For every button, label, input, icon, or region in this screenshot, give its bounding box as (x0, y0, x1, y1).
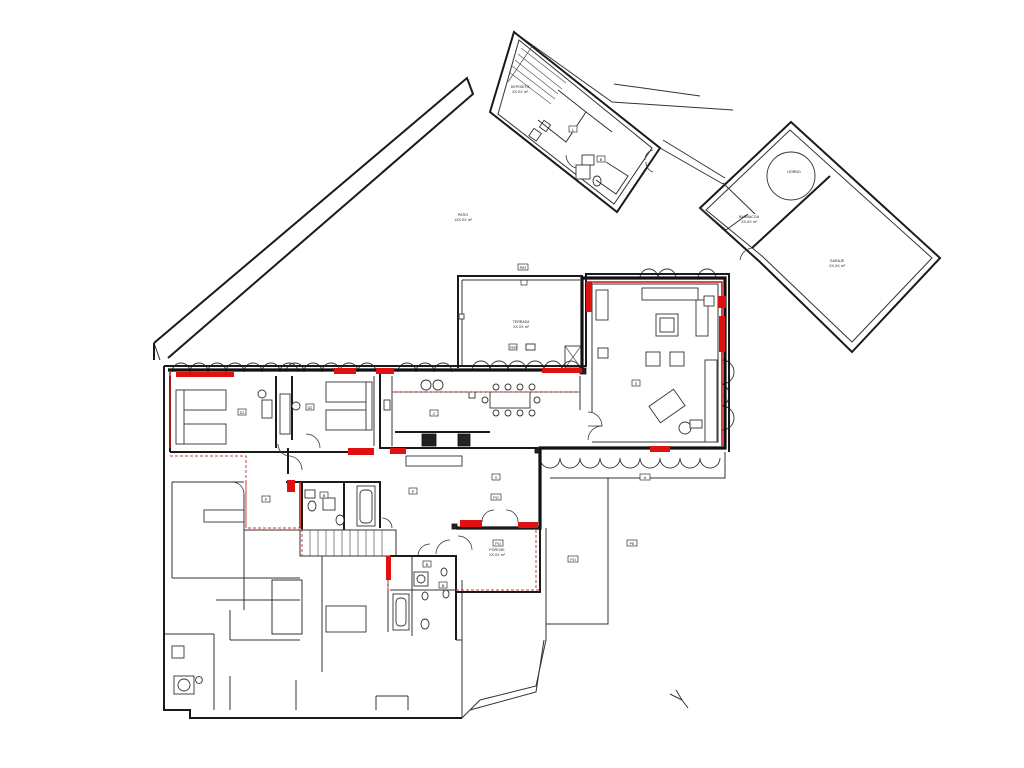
label-porche-area: ΧΧ,ΧΧ m² (489, 553, 506, 557)
annex-deposito: DEPOSITO ΧΧ,ΧΧ m² L B (488, 30, 662, 214)
label-deposito-area: ΧΧ,ΧΧ m² (512, 90, 529, 94)
tag-almacen: A (644, 476, 647, 480)
tag-porche-2-box (492, 539, 504, 547)
tag-cocina: C (433, 412, 436, 416)
tag-vestibulo-box (491, 473, 501, 481)
tag-patio: PAT (520, 266, 528, 270)
tag-pasillo-2: P (412, 490, 415, 494)
tag-anexo-b: B (600, 158, 603, 162)
site-boundary (153, 31, 734, 361)
tag-porche-1-box (490, 493, 502, 501)
tag-almacen-box (639, 473, 651, 481)
terraza: TERRAZA ΧΧ,ΧΧ m² TER (457, 275, 583, 369)
tag-vestibulo: V (495, 476, 498, 480)
tag-porche-3: PO (570, 558, 576, 562)
tag-anexo-l: L (572, 128, 574, 132)
tag-terraza: TER (509, 346, 517, 350)
tag-dormitorio-2: D2 (308, 406, 313, 410)
tag-cocina-box (429, 409, 439, 417)
label-garaje-area: ΧΧ,ΧΧ m² (829, 264, 846, 268)
tag-patio-box (517, 263, 529, 271)
new-walls (169, 281, 726, 580)
tag-bano-3: B (442, 584, 445, 588)
tag-dormitorio-2-box (305, 403, 315, 411)
label-patio-area: 1ΧΧ,ΧΧ m² (454, 218, 473, 222)
tag-bano-2-box (422, 560, 432, 568)
label-porche: PORCHE (489, 548, 505, 552)
label-garaje: GARAJE (830, 259, 845, 263)
label-barbacoa: BARBACOA (739, 215, 760, 219)
label-deposito: DEPOSITO (511, 85, 530, 89)
tag-salon-box (631, 379, 641, 387)
tag-bano-1-box (319, 491, 329, 499)
tag-patio-exterior-box (626, 539, 638, 547)
annex-garage: HORNO BARBACOA ΧΧ,ΧΧ m² GARAJE ΧΧ,ΧΧ m² (698, 120, 942, 354)
patio-area: PATIO 1ΧΧ,ΧΧ m² PAT (454, 213, 529, 286)
main-house: PORCHE ΧΧ,ΧΧ m² (163, 273, 730, 719)
tag-porche-1: PO (493, 496, 499, 500)
tag-pasillo-2-box (408, 487, 418, 495)
room-tags: D1 D2 C S P B P V PO PO B B PO PE A (237, 379, 651, 589)
label-barbacoa-area: ΧΧ,ΧΧ m² (741, 220, 758, 224)
tag-salon: S (635, 382, 638, 386)
label-patio: PATIO (458, 213, 468, 217)
tag-bano-1: B (323, 494, 326, 498)
tag-patio-exterior: PE (629, 542, 635, 546)
label-terraza: TERRAZA (513, 320, 530, 324)
tag-porche-3-box (567, 555, 579, 563)
tag-dormitorio-1: D1 (240, 411, 245, 415)
label-horno: HORNO (787, 170, 801, 174)
tag-bano-2: B (426, 563, 429, 567)
tag-pasillo-1-box (261, 495, 271, 503)
tag-anexo-b-box (596, 155, 606, 163)
tag-terraza-box (508, 343, 518, 351)
tag-bano-3-box (438, 581, 448, 589)
tag-patio-marker (520, 279, 528, 286)
label-terraza-area: ΧΧ,ΧΧ m² (513, 325, 530, 329)
tag-dormitorio-1-box (237, 408, 247, 416)
tag-anexo-l-box (568, 125, 578, 133)
tag-pasillo-1: P (265, 498, 268, 502)
section-marker (669, 689, 689, 709)
tag-porche-2: PO (495, 542, 501, 546)
